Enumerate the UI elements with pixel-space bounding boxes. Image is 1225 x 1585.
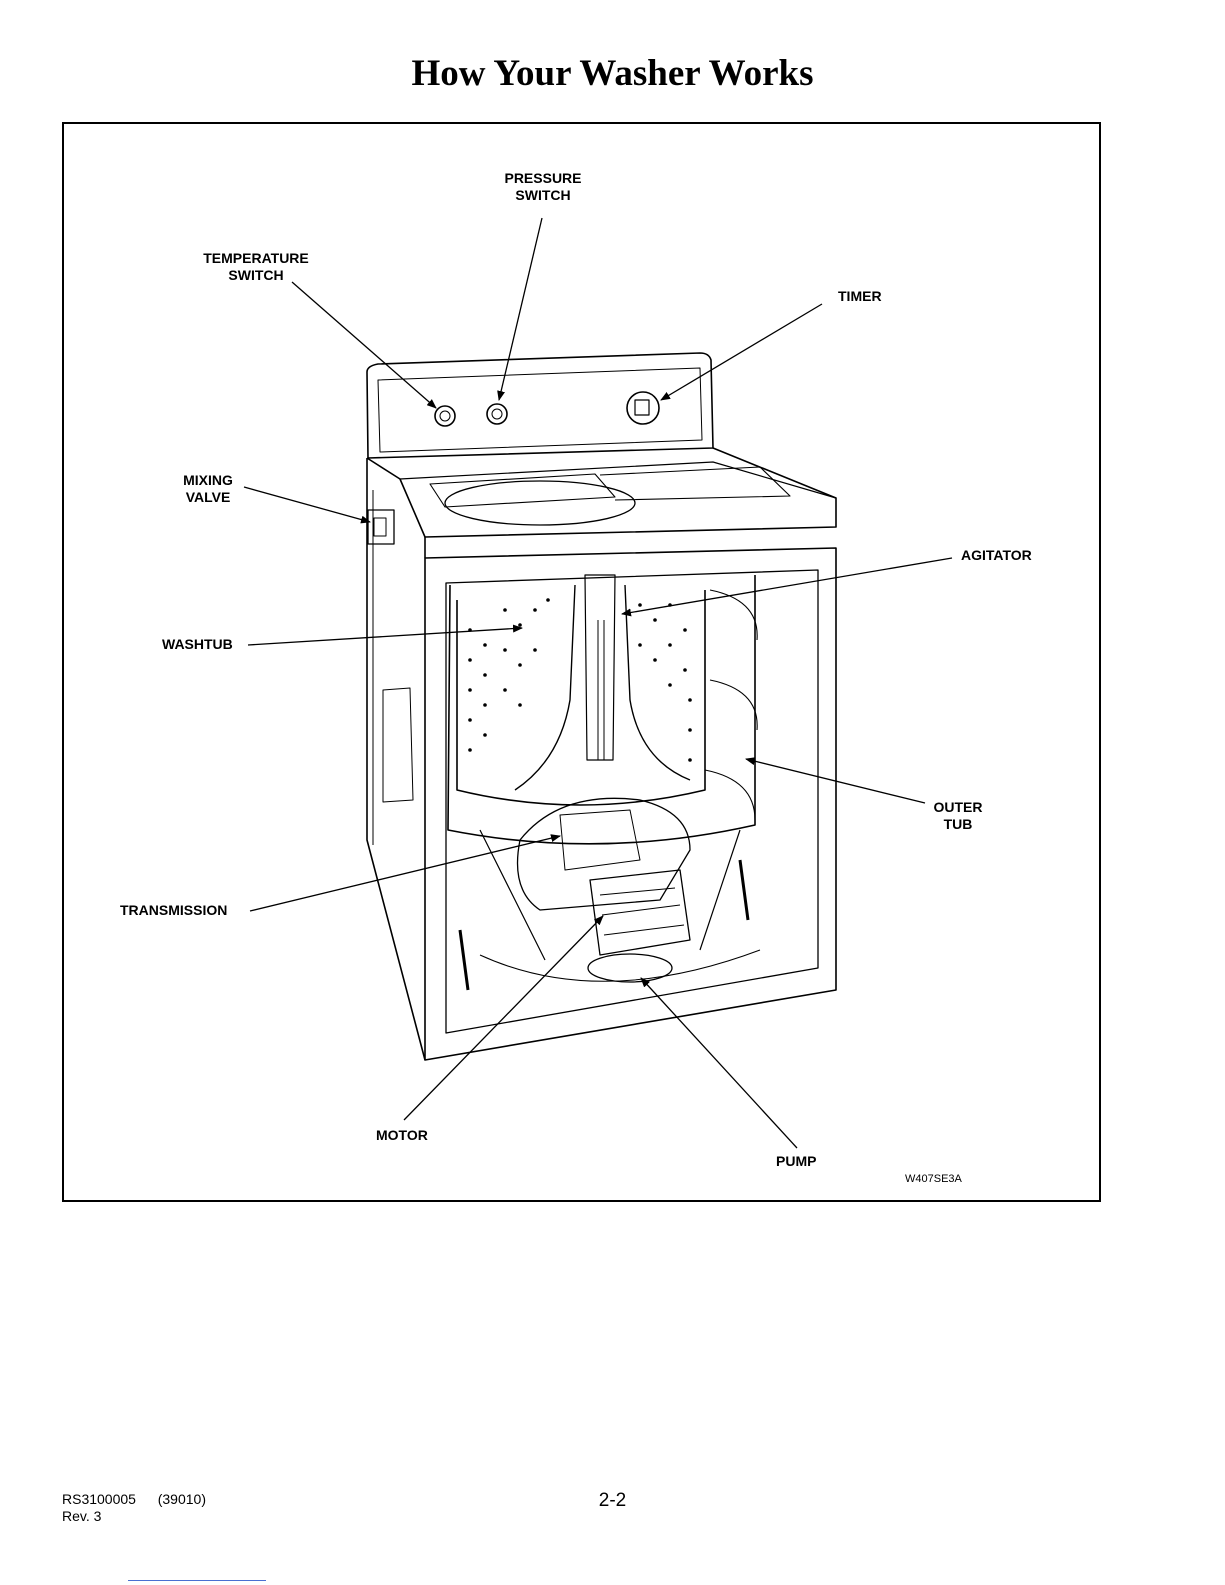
label-motor: MOTOR — [376, 1127, 428, 1144]
label-agitator: AGITATOR — [961, 547, 1032, 564]
leader-washtub — [248, 628, 522, 645]
leader-agitator — [622, 558, 952, 614]
cabinet-side — [367, 458, 425, 1060]
timer-dial — [627, 392, 659, 424]
leader-motor — [404, 916, 603, 1120]
leader-mixing-valve — [244, 487, 370, 522]
leader-transmission — [250, 836, 560, 911]
underline-artifact — [128, 1580, 266, 1581]
temperature-knob — [435, 406, 455, 426]
label-transmission: TRANSMISSION — [120, 902, 227, 919]
pump — [588, 954, 672, 982]
label-outer-tub: OUTER TUB — [920, 799, 996, 833]
pressure-knob — [487, 404, 507, 424]
label-timer: TIMER — [838, 288, 882, 305]
label-temperature-switch: TEMPERATURE SWITCH — [186, 250, 326, 284]
leader-timer — [661, 304, 822, 400]
motor — [590, 870, 690, 955]
label-pressure-switch: PRESSURE SWITCH — [488, 170, 598, 204]
label-mixing-valve: MIXING VALVE — [168, 472, 248, 506]
figure-code: W407SE3A — [905, 1171, 962, 1188]
label-pump: PUMP — [776, 1153, 816, 1170]
page-number: 2-2 — [0, 1490, 1225, 1512]
leader-pressure-switch — [499, 218, 542, 400]
mixing-valve — [368, 510, 394, 544]
transmission — [518, 798, 691, 910]
cabinet-top — [367, 448, 836, 537]
washtub — [457, 590, 705, 805]
label-washtub: WASHTUB — [162, 636, 233, 653]
leader-pump — [641, 978, 797, 1148]
leader-temperature-switch — [292, 282, 436, 408]
cabinet-front — [425, 548, 836, 1060]
agitator — [515, 585, 690, 790]
outer-tub — [448, 575, 755, 844]
control-console — [367, 353, 713, 458]
